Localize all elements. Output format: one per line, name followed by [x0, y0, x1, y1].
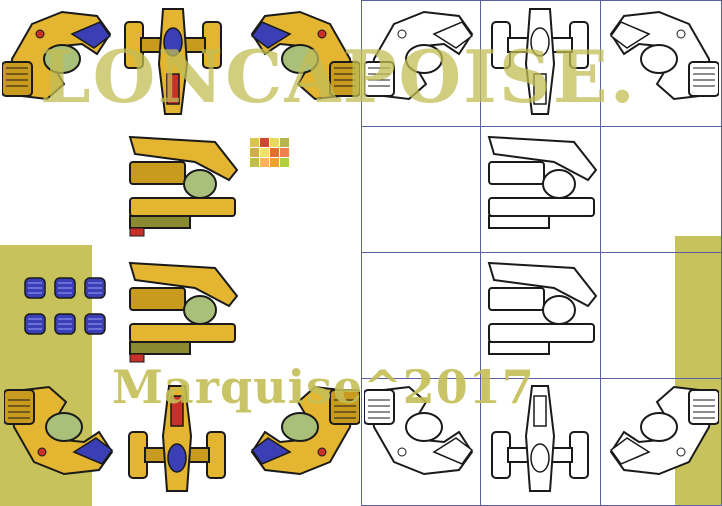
engine-part-6: [84, 313, 106, 335]
engine-part-1: [24, 277, 46, 299]
engine-part-4: [24, 313, 46, 335]
color-palette: [250, 138, 298, 178]
palette-swatch: [260, 158, 269, 167]
palette-swatch: [280, 148, 289, 157]
watermark-signature: Marquise^2017: [112, 360, 535, 414]
ship-claw-bottom-left: [4, 386, 113, 475]
lineart-side-upper: [488, 136, 597, 229]
engine-part-5: [54, 313, 76, 335]
watermark-top: LONCAPOISE.: [40, 34, 637, 119]
palette-swatch: [270, 138, 279, 147]
engine-part-3: [84, 277, 106, 299]
palette-swatch: [250, 138, 259, 147]
palette-swatch: [280, 158, 289, 167]
lineart-side-lower: [488, 262, 597, 355]
engine-part-2: [54, 277, 76, 299]
palette-swatch: [250, 158, 259, 167]
palette-swatch: [270, 158, 279, 167]
palette-swatch: [270, 148, 279, 157]
palette-swatch: [260, 138, 269, 147]
palette-swatch: [260, 148, 269, 157]
lineart-claw-bottom-right: [610, 386, 719, 475]
palette-swatch: [250, 148, 259, 157]
ship-side-lower: [129, 262, 238, 363]
ship-side-upper: [129, 136, 238, 237]
palette-swatch: [280, 138, 289, 147]
